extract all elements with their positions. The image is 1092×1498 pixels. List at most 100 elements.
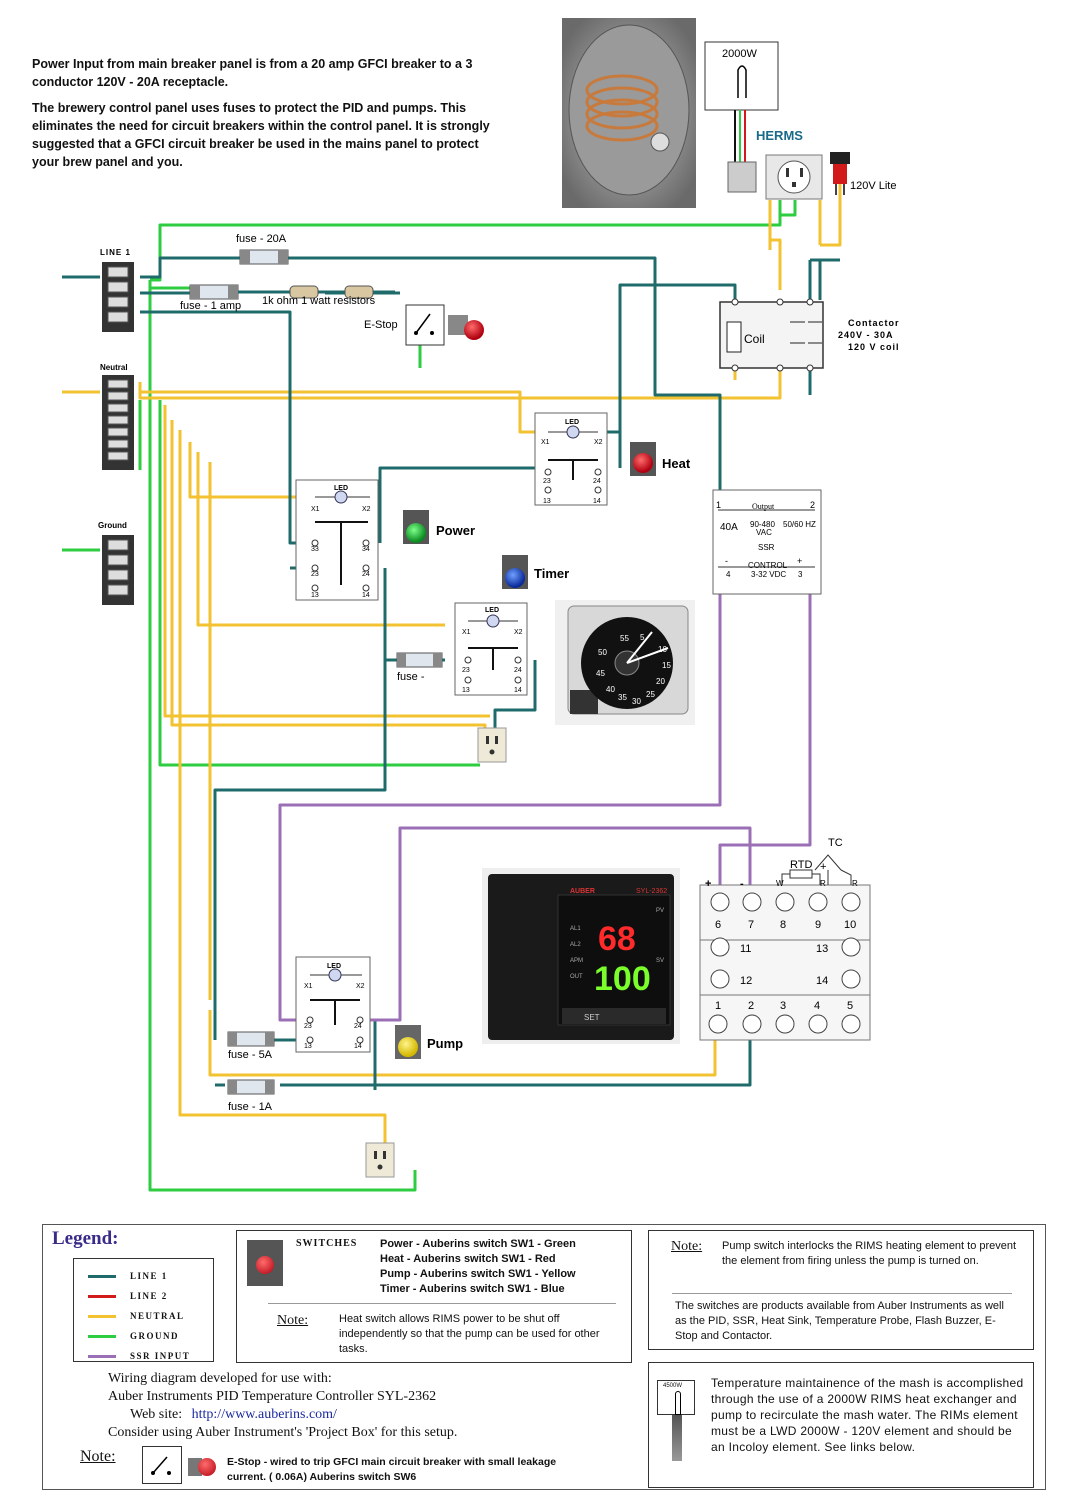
- pid-t3: 3: [780, 1000, 786, 1012]
- power-24: 24: [362, 571, 370, 578]
- herms-receptacle-icon: [765, 154, 823, 200]
- heat-13: 13: [543, 498, 551, 505]
- pid-out: OUT: [570, 974, 583, 980]
- pid-apm: APM: [570, 958, 583, 964]
- note-bottom-text: E-Stop - wired to trip GFCI main circuit…: [227, 1456, 557, 1483]
- fuse-1a-label: fuse - 1A: [228, 1101, 273, 1113]
- timer-x1: X1: [462, 629, 471, 636]
- herms-label: HERMS: [756, 128, 803, 143]
- legend-label: NEUTRAL: [130, 1311, 185, 1321]
- pump-x1: X1: [304, 983, 313, 990]
- dial-40: 40: [606, 685, 615, 694]
- ssr-output: Output: [752, 502, 775, 511]
- pid-terminal-block: [699, 854, 871, 1041]
- pid-t1: 1: [715, 1000, 721, 1012]
- note-right-text: Pump switch interlocks the RIMS heating …: [722, 1240, 1017, 1267]
- element-diagram: [704, 41, 779, 111]
- switches-box: [236, 1230, 632, 1363]
- ssr-volt1: 90-480: [750, 520, 775, 529]
- pid-set-button: SET: [584, 1013, 600, 1022]
- timer-23: 23: [462, 667, 470, 674]
- note-right-box: [648, 1230, 1034, 1350]
- pid-pv-tag: PV: [656, 908, 664, 914]
- timer-led-label: LED: [485, 607, 499, 614]
- heat-led-label: LED: [565, 419, 579, 426]
- fuse-1amp-label: fuse - 1 amp: [180, 300, 241, 312]
- fuse-5a: [227, 1031, 275, 1047]
- line1-label: LINE 1: [100, 248, 131, 257]
- rims-plug-icon: [672, 1415, 682, 1461]
- estop-legend-button-icon: [188, 1454, 218, 1480]
- legend-title: Legend:: [52, 1228, 119, 1249]
- element-plug-icon: [727, 110, 757, 193]
- pid-r2-label: R: [852, 879, 858, 888]
- ssr-plus: +: [797, 556, 802, 566]
- power-23: 23: [311, 571, 319, 578]
- pump-switch-block: [295, 956, 371, 1053]
- power-34: 34: [362, 546, 370, 553]
- pid-t5: 5: [847, 1000, 853, 1012]
- ssr-t3: 3: [798, 570, 803, 579]
- contactor-spec1: 240V - 30A: [838, 330, 894, 340]
- legend-item: LINE 2: [88, 1286, 208, 1306]
- dial-5: 5: [640, 633, 645, 642]
- switch-line-power: Power - Auberins switch SW1 - Green: [380, 1238, 576, 1250]
- rims-icon-label: 4500W: [663, 1383, 683, 1389]
- legend-label: GROUND: [130, 1331, 179, 1341]
- terminal-block-neutral: [102, 375, 134, 470]
- fuse-timer-label: fuse -: [397, 671, 425, 683]
- dial-55: 55: [620, 634, 629, 643]
- ssr-t4: 4: [726, 570, 731, 579]
- heat-x1: X1: [541, 439, 550, 446]
- dial-25: 25: [646, 690, 655, 699]
- pid-t12: 12: [740, 975, 752, 987]
- legend-label: LINE 2: [130, 1291, 168, 1301]
- pid-al1: AL1: [570, 926, 581, 932]
- ssr-input-wires: [278, 590, 812, 1022]
- note-right-label: Note:: [671, 1239, 703, 1254]
- fuse-20a: [239, 249, 289, 265]
- pump-switch-label: Pump: [427, 1036, 463, 1051]
- pump-x2: X2: [356, 983, 365, 990]
- fuse-20a-label: fuse - 20A: [236, 233, 287, 245]
- ssr-amps: 40A: [720, 522, 738, 533]
- timer-dial-numbers: 55 5 10 50 15 45 20 40 35 30 25: [596, 633, 671, 706]
- switch-sample-icon: [247, 1240, 283, 1286]
- pid-t10: 10: [844, 919, 856, 931]
- timer-button-icon: [502, 555, 528, 589]
- pid-tc-plus: +: [820, 861, 826, 873]
- pump-24: 24: [354, 1023, 362, 1030]
- power-led-label: LED: [334, 485, 348, 492]
- timer-outlet-icon: [477, 727, 507, 763]
- dial-20: 20: [656, 677, 665, 686]
- timer-switch-block: [454, 602, 528, 696]
- legend-label: LINE 1: [130, 1271, 168, 1281]
- note-right-text2: The switches are products available from…: [675, 1300, 1004, 1342]
- timer-x2: X2: [514, 629, 523, 636]
- pid-sv-tag: SV: [656, 958, 664, 964]
- dial-10: 10: [658, 645, 667, 654]
- contactor: [719, 298, 824, 372]
- wiring-diagram: LINE 1 Neutral Ground fuse - 20A fuse - …: [62, 18, 899, 1192]
- dial-30: 30: [632, 697, 641, 706]
- contactor-coil-label: Coil: [744, 332, 765, 346]
- wiring-info-site-link[interactable]: http://www.auberins.com/: [191, 1407, 337, 1422]
- switches-list: Power - Auberins switch SW1 - Green Heat…: [380, 1237, 576, 1297]
- estop-button-icon: [448, 315, 484, 340]
- pid-rtd-label: RTD: [790, 859, 812, 871]
- timer-switch-label: Timer: [534, 566, 569, 581]
- pilot-light-icon: [830, 152, 850, 195]
- legend-item: LINE 1: [88, 1266, 208, 1286]
- pid-pv-display: 68: [598, 920, 636, 958]
- pid-t11: 11: [740, 943, 751, 955]
- pid-sv-display: 100: [594, 960, 651, 998]
- power-x1: X1: [311, 506, 320, 513]
- heat-24: 24: [593, 478, 601, 485]
- pid-t7: 7: [748, 919, 754, 931]
- heat-button-icon: [630, 442, 656, 476]
- pid-ssr-plus: +: [705, 878, 711, 890]
- legend-swatch: [88, 1354, 116, 1358]
- pid-t2: 2: [748, 1000, 754, 1012]
- estop-label: E-Stop: [364, 319, 398, 331]
